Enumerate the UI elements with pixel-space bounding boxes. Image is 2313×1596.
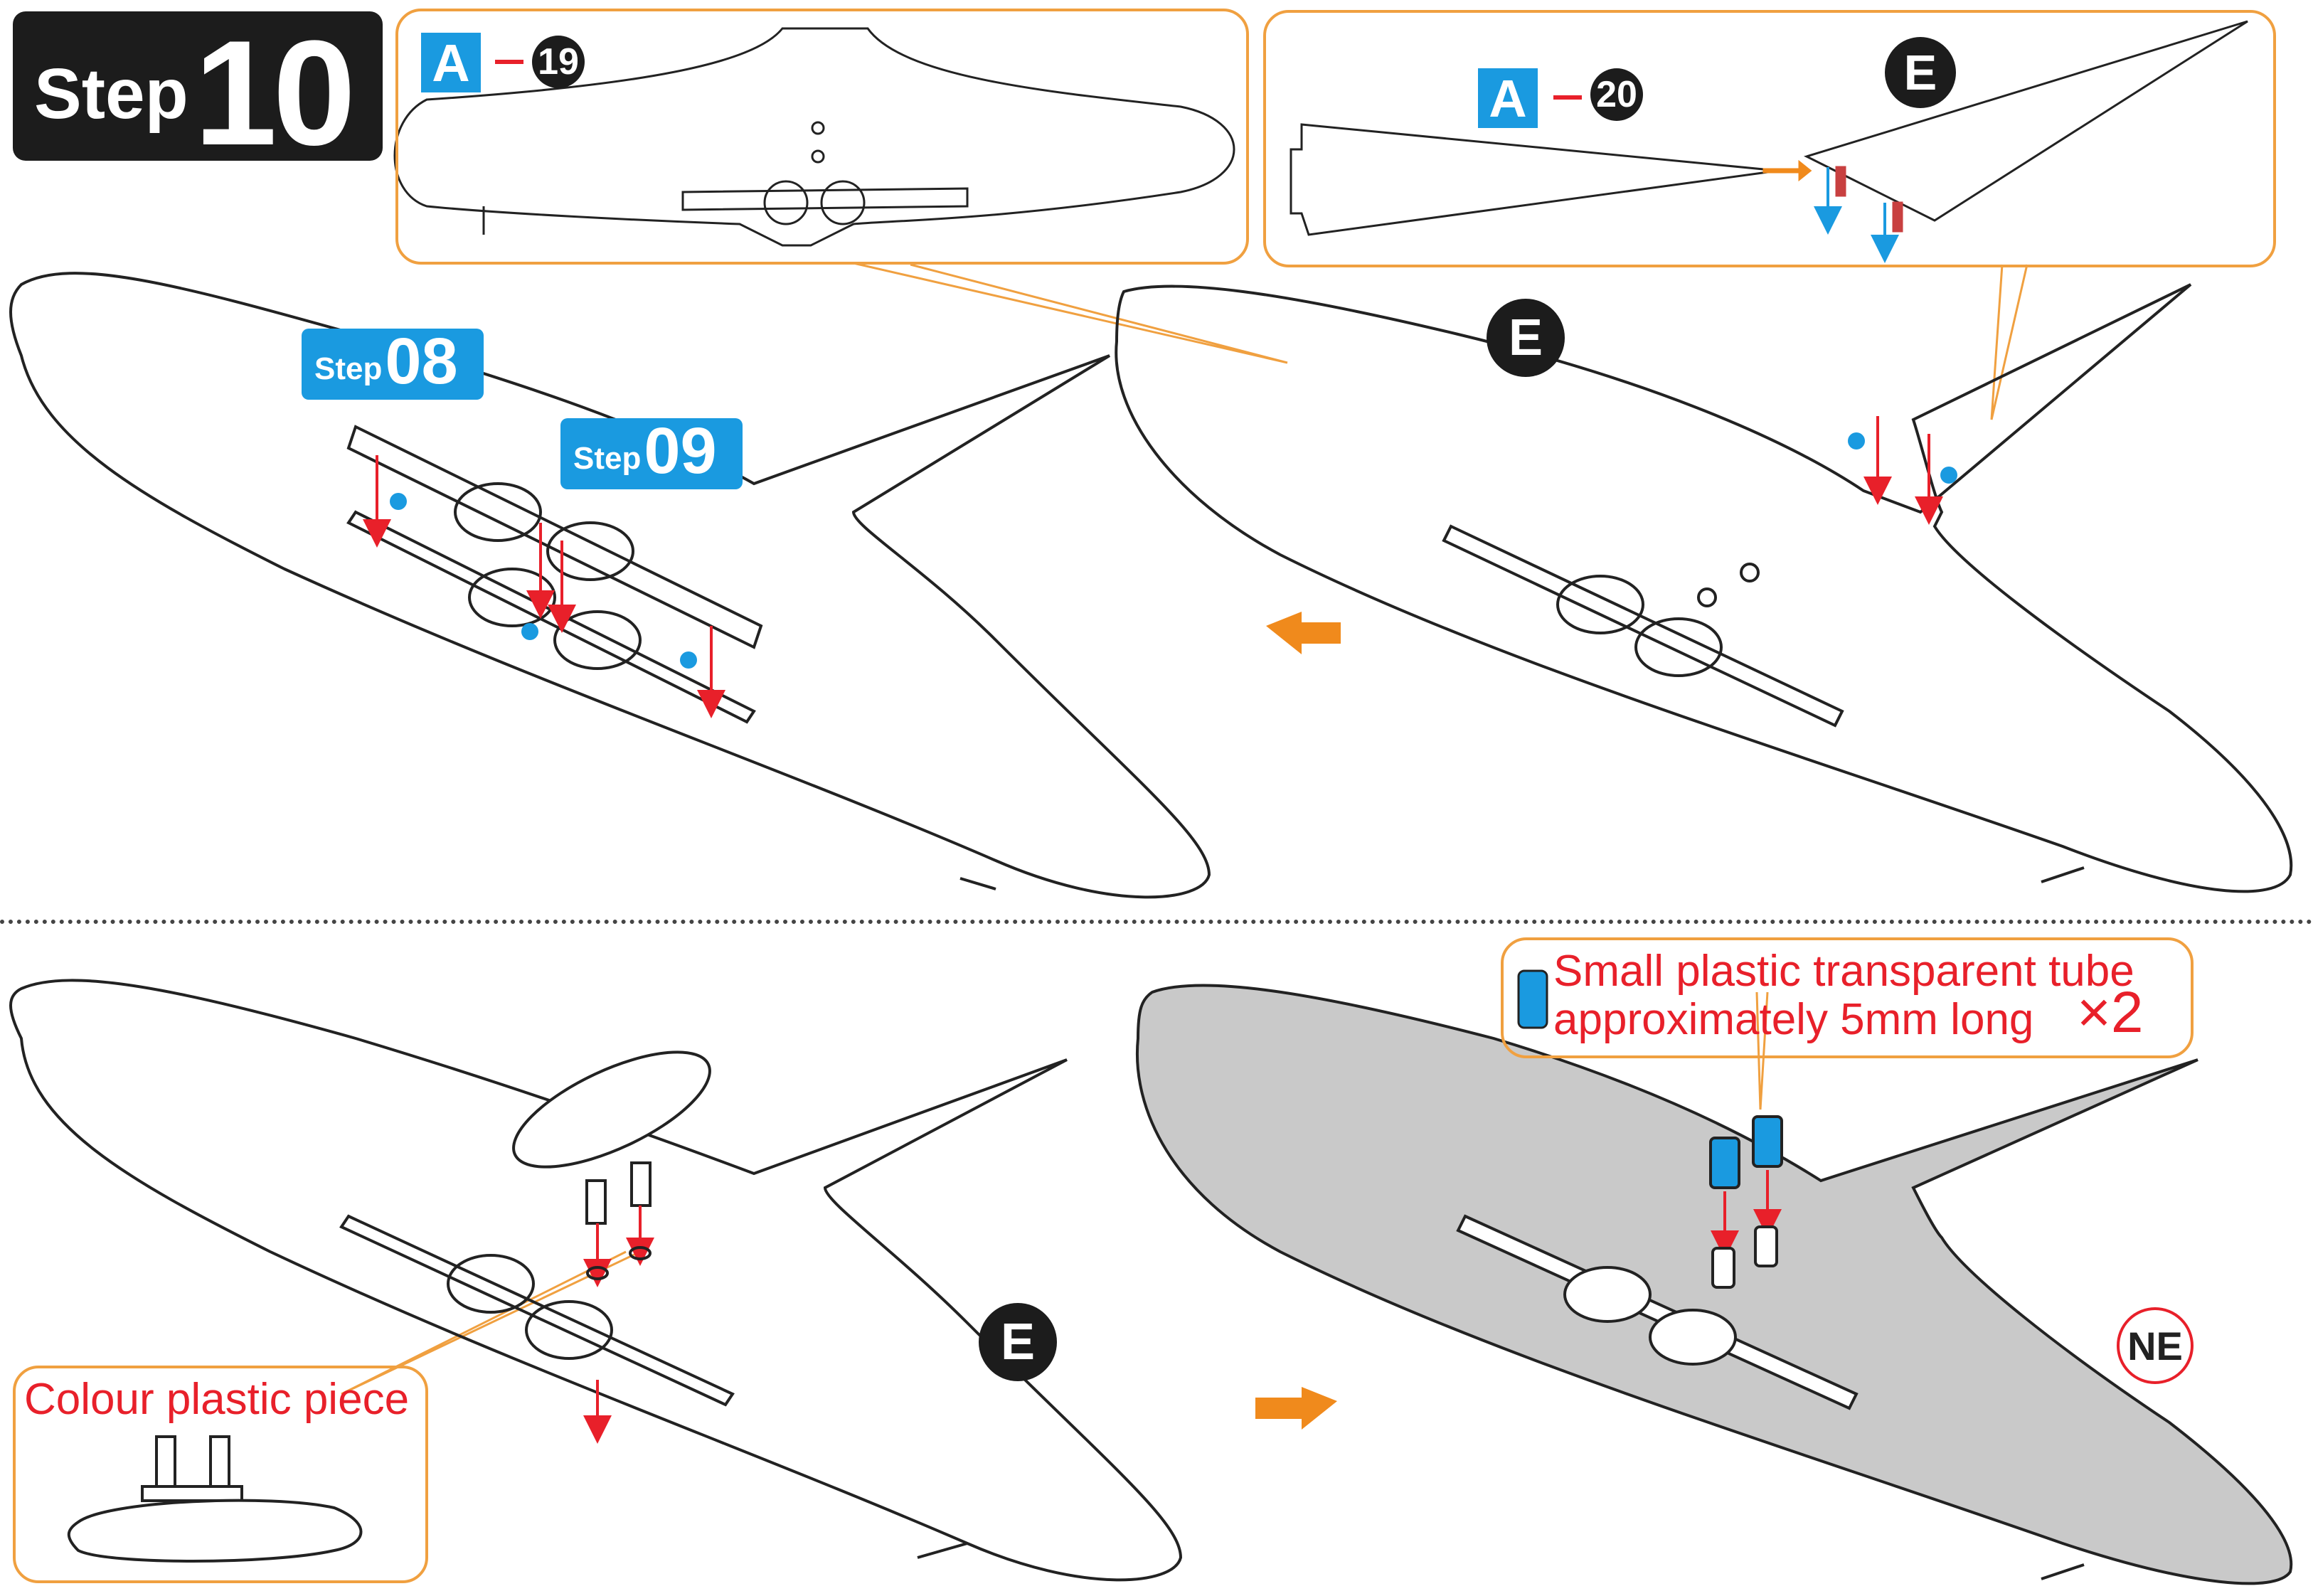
colour-piece-label: Colour plastic piece [24,1375,410,1424]
sticker-label-outline-badge: NE [2117,1307,2194,1384]
part-separator [1553,95,1582,100]
wing-view-bottom-left [9,979,1183,1582]
part-letter-badge: A [1478,68,1538,128]
sticker-label-badge: E [979,1303,1057,1381]
step-number: 10 [193,9,356,176]
sticker-label-badge: E [1487,299,1565,377]
callout-part-20 [1263,10,2276,267]
substep-tag: Step 09 [560,418,743,489]
callout-tube [1501,937,2194,1058]
arrow-right-icon [1255,1387,1337,1430]
callout-colour-piece [13,1366,428,1583]
step-word: Step [34,54,188,134]
tube-label-line1: Small plastic transparent tube [1553,947,2134,996]
callout-part-19 [395,9,1249,265]
arrow-left-icon [1266,612,1341,654]
tube-label-line2: approximately 5mm long [1553,995,2034,1044]
substep-number: 08 [385,325,458,398]
tube-icon [1517,969,1548,1029]
wing-view-bottom-right [1136,984,2293,1585]
wing-view-top-right [1115,283,2293,893]
tube-quantity: ×2 [2077,980,2144,1045]
substep-word: Step [314,351,383,386]
part-separator [495,60,523,64]
section-divider [0,920,2313,924]
part-number-badge: 19 [532,36,585,88]
wing-view-top-left [9,272,1211,899]
substep-number: 09 [644,415,717,487]
colour-plastic-piece-illustration [67,1435,363,1563]
substep-tag: Step 08 [302,329,484,400]
step-header: Step 10 [13,9,383,176]
part-letter-badge: A [421,33,481,92]
part-number-badge: 20 [1590,68,1643,121]
sticker-label-badge: E [1885,37,1956,108]
substep-word: Step [573,441,642,476]
part-19-outline [393,27,1235,247]
part-20-outline [1290,20,2248,263]
